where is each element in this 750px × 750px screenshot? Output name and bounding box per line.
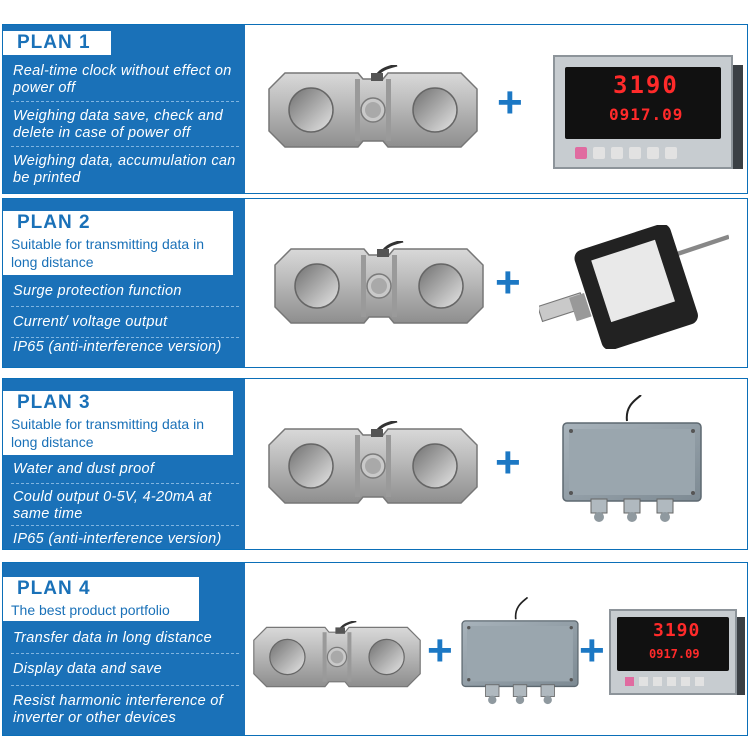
plan-3-panel: PLAN 3 Suitable for transmitting data in…: [2, 378, 748, 550]
plan-3-feature-3: IP65 (anti-interference version): [13, 531, 222, 547]
junction-box-icon: [557, 395, 707, 525]
plan-1-feature-2: Weighing data save, check and delete in …: [13, 108, 223, 141]
divider: [11, 685, 239, 686]
plan-4-subtitle: The best product portfolio: [3, 599, 199, 621]
plan-3-feature-2: Could output 0-5V, 4-20mA at same time: [13, 489, 212, 522]
plan-3-title: PLAN 3: [3, 391, 233, 415]
divider: [11, 146, 239, 147]
display-bottom-value: 0917.09: [649, 647, 700, 661]
plus-icon: +: [579, 626, 605, 675]
plan-2-feature-1: Surge protection function: [13, 283, 182, 299]
plan-1-feature-1: Real-time clock without effect on power …: [13, 63, 232, 96]
junction-box-icon: [457, 597, 583, 707]
plan-2-features: PLAN 2 Suitable for transmitting data in…: [3, 199, 245, 367]
plan-3-feature-1: Water and dust proof: [13, 461, 155, 477]
plus-icon: +: [427, 626, 453, 675]
load-cell-icon: [263, 421, 483, 511]
divider: [11, 337, 239, 338]
plan-4-features: PLAN 4 The best product portfolio Transf…: [3, 563, 245, 735]
plan-4-products: + + 3190 0917.09: [247, 563, 747, 735]
divider: [11, 306, 239, 307]
divider: [11, 525, 239, 526]
divider: [11, 653, 239, 654]
plus-icon: +: [495, 438, 521, 487]
plus-icon: +: [495, 258, 521, 307]
display-top-value: 3190: [613, 71, 679, 99]
display-top-value: 3190: [653, 620, 701, 641]
plan-2-feature-3: IP65 (anti-interference version): [13, 339, 222, 355]
display-bottom-value: 0917.09: [609, 105, 684, 124]
weighing-indicator-icon: 3190 0917.09: [553, 55, 743, 181]
load-cell-icon: [263, 65, 483, 155]
plan-3-features: PLAN 3 Suitable for transmitting data in…: [3, 379, 245, 549]
plan-1-feature-3: Weighing data, accumulation can be print…: [13, 153, 236, 186]
plan-4-feature-1: Transfer data in long distance: [13, 630, 212, 646]
plan-1-features: PLAN 1 Real-time clock without effect on…: [3, 25, 245, 193]
load-cell-icon: [249, 621, 425, 693]
plan-1-title: PLAN 1: [3, 31, 111, 55]
plan-1-products: + 3190 0917.09: [247, 25, 747, 193]
plan-4-title: PLAN 4: [3, 577, 199, 601]
plan-4-feature-3: Resist harmonic interference of inverter…: [13, 693, 223, 726]
plan-2-panel: PLAN 2 Suitable for transmitting data in…: [2, 198, 748, 368]
plan-4-panel: PLAN 4 The best product portfolio Transf…: [2, 562, 748, 736]
plan-1-panel: PLAN 1 Real-time clock without effect on…: [2, 24, 748, 194]
divider: [11, 483, 239, 484]
plus-icon: +: [497, 78, 523, 127]
weighing-indicator-icon: 3190 0917.09: [609, 609, 745, 703]
plan-2-feature-2: Current/ voltage output: [13, 314, 168, 330]
plan-2-subtitle: Suitable for transmitting data in long d…: [3, 233, 233, 275]
plan-2-title: PLAN 2: [3, 211, 233, 235]
divider: [11, 101, 239, 102]
plan-3-products: +: [247, 379, 747, 549]
load-cell-icon: [269, 241, 489, 331]
plan-3-subtitle: Suitable for transmitting data in long d…: [3, 413, 233, 455]
transmitter-icon: [539, 225, 729, 349]
plan-2-products: +: [247, 199, 747, 367]
plan-4-feature-2: Display data and save: [13, 661, 162, 677]
